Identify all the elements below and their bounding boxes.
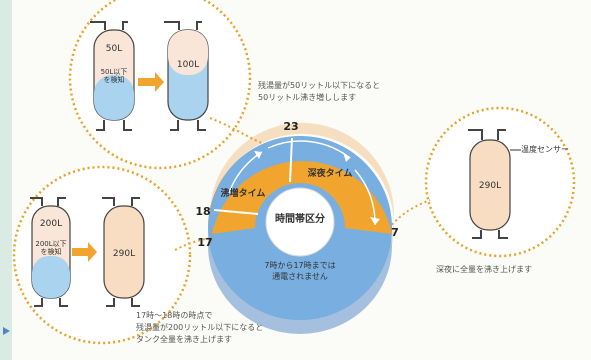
divider-18 xyxy=(213,209,259,215)
hour-7: 7 xyxy=(391,226,399,239)
tank-label: 290L xyxy=(479,181,501,191)
dial-hub xyxy=(265,187,335,257)
segment-label-left: 沸増タイム xyxy=(221,187,266,199)
magnifier-bottom-left: 200L 200L以下 を検知 290L xyxy=(12,165,192,345)
tank-b-100l: 100L xyxy=(164,21,209,131)
play-triangle-icon[interactable] xyxy=(3,327,10,335)
magnifier-top-left: 50L 50L以下 を検知 100L xyxy=(68,0,252,170)
tank-a-200l: 200L 200L以下 を検知 xyxy=(30,197,71,307)
segment-label-right: 深夜タイム xyxy=(308,167,353,179)
tank-label: 200L xyxy=(40,219,62,229)
tank-b-290l: 290L xyxy=(102,197,145,307)
magnifier-right: 290L 温度センサー xyxy=(424,106,576,258)
tank-label: 100L xyxy=(177,60,199,70)
tank-sub-label-line2: を検知 xyxy=(41,247,62,256)
time-dial: 時間帯区分 沸増タイム 深夜タイム 7時から17時までは 通電されません 23 … xyxy=(195,120,399,334)
divider-23 xyxy=(289,137,293,183)
note-top-line1: 残湯量が50リットル以下になると xyxy=(258,80,380,90)
dial-center-label: 時間帯区分 xyxy=(275,212,325,225)
tank-right-290l: 290L 温度センサー xyxy=(468,129,569,239)
hour-18: 18 xyxy=(195,205,210,218)
tank-top xyxy=(168,30,208,75)
dial-bottom-text-line1: 7時から17時までは xyxy=(264,261,335,270)
note-top-line2: 50リットル沸き増しします xyxy=(258,92,356,102)
arrow-right-icon xyxy=(138,72,164,92)
tank-sub-label-line1: 50L以下 xyxy=(101,68,128,76)
note-bottom-line1: 17時〜18時の時点で xyxy=(136,311,212,320)
arrow-right-icon xyxy=(72,242,97,262)
left-side-bar xyxy=(0,0,12,360)
tank-sub-label-line2: を検知 xyxy=(104,75,125,84)
tank-label: 290L xyxy=(113,249,135,259)
tank-label: 50L xyxy=(106,44,122,54)
hour-23: 23 xyxy=(283,120,298,133)
tank-a-50l: 50L 50L以下 を検知 xyxy=(90,21,135,131)
sensor-label: 温度センサー xyxy=(521,144,569,154)
hour-17: 17 xyxy=(197,236,212,249)
dial-bottom-text-line2: 通電されません xyxy=(272,271,328,281)
note-bottom-line3: タンク全量を沸き上げます xyxy=(136,334,232,344)
tank-fill xyxy=(94,75,134,120)
note-right: 深夜に全量を沸き上げます xyxy=(436,264,532,274)
dial-orange-band xyxy=(212,161,392,234)
note-bottom-line2: 残湯量が200リットル以下になると xyxy=(136,322,263,332)
tank-sub-label-line1: 200L以下 xyxy=(35,240,66,248)
